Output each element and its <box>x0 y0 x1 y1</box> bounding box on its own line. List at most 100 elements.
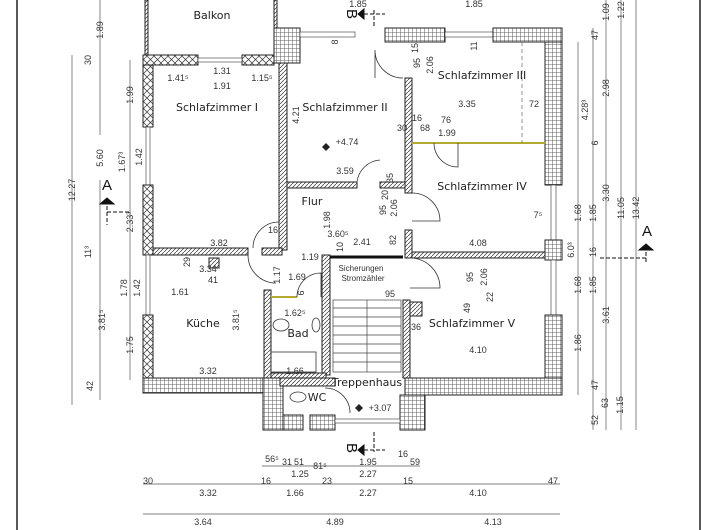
dimension-label: 22 <box>485 292 495 302</box>
dimension-label: 1.99 <box>438 128 456 138</box>
dimension-label: 4.89 <box>326 517 344 527</box>
door-schlafzimmer-2[interactable] <box>356 159 381 183</box>
dimension-label: 4.13 <box>484 517 502 527</box>
dimension-label: 95 <box>385 289 395 299</box>
door-bad[interactable] <box>296 272 322 298</box>
dimension-label: 56⁵ <box>265 454 279 464</box>
door-kueche[interactable] <box>247 254 277 284</box>
room-label-wc: WC <box>308 391 327 404</box>
dimension-label: 13.42 <box>631 197 641 220</box>
room-label-balkon: Balkon <box>193 9 230 22</box>
dimension-label: 1.31 <box>213 66 231 76</box>
dimension-label: 1.86 <box>573 334 583 352</box>
dimension-label: 1.89 <box>95 21 105 39</box>
dimension-label: 2.41 <box>353 237 371 247</box>
dimension-label: 82 <box>388 235 398 245</box>
dimension-label: 2.06 <box>389 199 399 217</box>
dimension-label: 42 <box>85 381 95 391</box>
section-label-b-bottom: B <box>343 443 360 453</box>
dimension-label: 52 <box>590 415 600 425</box>
dimension-label: 95 <box>378 205 388 215</box>
dimension-label: 1.75 <box>125 336 135 354</box>
dimension-label: 63 <box>600 398 610 408</box>
dimension-label: 11³ <box>83 246 93 258</box>
dimension-label: 36 <box>411 322 421 332</box>
chimney <box>208 257 220 269</box>
dimension-label: 16 <box>261 476 271 486</box>
dimension-label: 4.10 <box>469 488 487 498</box>
dimension-label: 1.91 <box>213 81 231 91</box>
dimension-label: 1.22 <box>616 1 626 19</box>
dimension-label: 1.19 <box>301 252 319 262</box>
dimension-label: 3.61 <box>601 306 611 324</box>
dimension-label: 1.78 <box>119 279 129 297</box>
dimension-label: 51 <box>294 457 304 467</box>
dimension-label: 4.21 <box>291 106 301 124</box>
dimension-label: 1.85 <box>588 276 598 294</box>
dimension-label: 3.82 <box>210 238 228 248</box>
dimension-label: 1.42 <box>132 279 142 297</box>
dimension-label: 16 <box>398 449 408 459</box>
dimension-label: 2.27 <box>359 469 377 479</box>
dimension-label: 1.69 <box>288 272 306 282</box>
dimension-label: 35 <box>385 173 395 183</box>
staircase <box>332 299 402 373</box>
door-schlafzimmer-4[interactable] <box>411 192 441 222</box>
dimension-label: 6 <box>296 290 306 295</box>
bathtub <box>270 351 317 373</box>
dimension-label: 2.33³ <box>125 212 135 233</box>
dimension-label: 8 <box>330 39 340 44</box>
dimension-label: 41 <box>208 275 218 285</box>
dimension-label: 29 <box>182 257 192 267</box>
door-wc[interactable] <box>324 387 351 414</box>
dimension-label: 3.60⁵ <box>327 229 349 239</box>
toilet-bad <box>272 318 290 332</box>
dimension-label: 6 <box>590 140 600 145</box>
shaft <box>409 301 423 317</box>
dimension-label: 31 <box>282 457 292 467</box>
door-schlafzimmer-4-inner[interactable] <box>433 142 459 168</box>
dimension-label: 1.85 <box>588 204 598 222</box>
interior-walls <box>152 42 546 387</box>
section-label-b-top: B <box>343 9 360 19</box>
section-marker-icons <box>98 7 655 457</box>
dimension-label: 2.06 <box>479 268 489 286</box>
sink <box>311 317 321 333</box>
dimension-label: 3.81⁵ <box>231 309 241 331</box>
dimension-label: 81⁵ <box>313 461 327 471</box>
dimension-label: 1.41⁵ <box>167 73 189 83</box>
dimension-label: 12.27 <box>67 179 77 202</box>
level-lower: +3.07 <box>369 403 392 413</box>
dimension-label: 6.0³ <box>566 242 576 258</box>
dimension-label: 23 <box>322 476 332 486</box>
dimension-label: 1.68 <box>573 204 583 222</box>
dimension-label: 10 <box>335 242 345 252</box>
exterior-walls <box>142 27 563 431</box>
dimension-label: 2.27 <box>359 488 377 498</box>
dimension-label: 1.98 <box>322 211 332 229</box>
door-schlafzimmer-1[interactable] <box>252 221 280 249</box>
room-label-kueche: Küche <box>186 317 220 330</box>
dimension-label: 16 <box>268 225 278 235</box>
dimension-label: 16 <box>588 247 598 257</box>
door-schlafzimmer-5[interactable] <box>409 257 441 289</box>
dimension-label: 1.62⁵ <box>284 308 306 318</box>
dimension-label: 59 <box>410 457 420 467</box>
room-label-treppenhaus: Treppenhaus <box>331 376 403 389</box>
dimension-label: 4.10 <box>469 345 487 355</box>
door-schlafzimmer-3[interactable] <box>374 49 404 79</box>
room-label-bad: Bad <box>287 327 308 340</box>
room-label-schlafzimmer-3: Schlafzimmer III <box>438 69 526 82</box>
dimension-lines <box>71 0 637 515</box>
level-marker-icon <box>322 143 330 151</box>
dimension-label: 47 <box>548 476 558 486</box>
dimension-label: 95 <box>465 272 475 282</box>
dimension-label: 3.32 <box>199 366 217 376</box>
dimension-label: 49 <box>462 303 472 313</box>
dimension-label: 1.66 <box>286 488 304 498</box>
section-label-a-left: A <box>102 177 112 194</box>
toilet-wc <box>289 391 307 403</box>
dimension-label: 3.81⁵ <box>97 309 107 331</box>
dimension-label: 1.42 <box>134 148 144 166</box>
